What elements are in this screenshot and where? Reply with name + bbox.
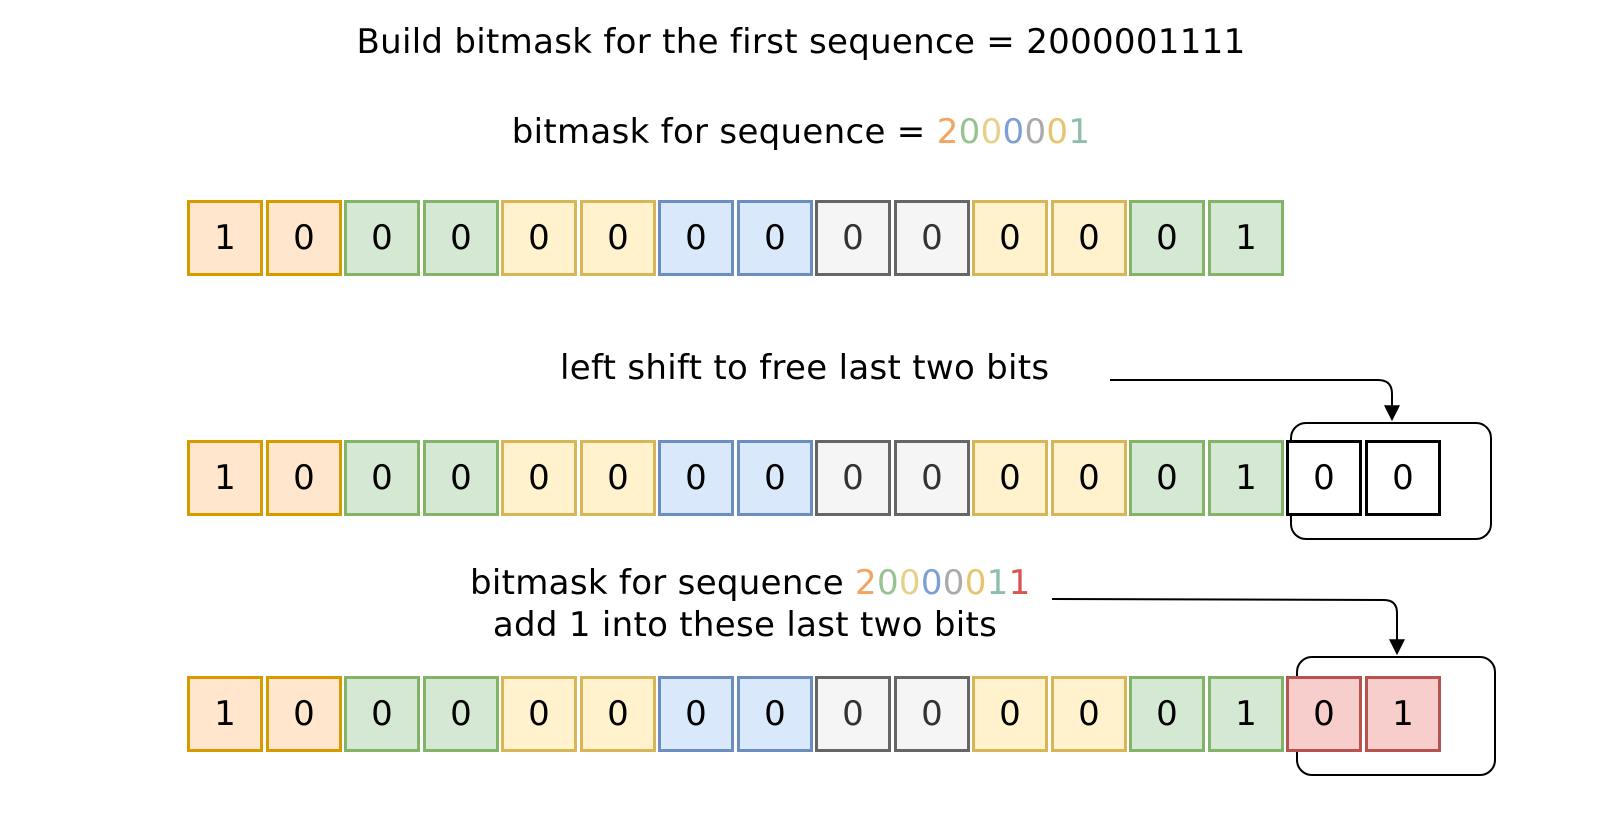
bit-cell: 0 bbox=[737, 676, 813, 752]
sequence-digit: 0 bbox=[964, 563, 987, 603]
bit-cell: 0 bbox=[266, 200, 342, 276]
sequence-digit: 0 bbox=[898, 563, 921, 603]
bit-cell: 0 bbox=[894, 200, 970, 276]
sequence-digit: 0 bbox=[1024, 112, 1047, 152]
sequence-digit: 1 bbox=[1068, 112, 1091, 152]
sequence-digit: 2 bbox=[855, 563, 877, 603]
sequence-label-2-prefix: bitmask for sequence bbox=[470, 563, 856, 603]
bit-cell: 0 bbox=[501, 676, 577, 752]
sequence-digit: 0 bbox=[958, 112, 981, 152]
sequence-digit: 1 bbox=[986, 563, 1009, 603]
sequence-digit: 0 bbox=[980, 112, 1003, 152]
bit-cell: 0 bbox=[344, 676, 420, 752]
bit-cell: 0 bbox=[501, 200, 577, 276]
shift-label: left shift to free last two bits bbox=[560, 348, 1050, 388]
sequence-digit: 0 bbox=[942, 563, 965, 603]
bit-cell: 0 bbox=[1129, 676, 1205, 752]
bit-cell: 0 bbox=[815, 200, 891, 276]
bit-cell: 0 bbox=[894, 676, 970, 752]
add-one-label: add 1 into these last two bits bbox=[492, 605, 998, 645]
bit-cell: 0 bbox=[815, 440, 891, 516]
bit-cell: 0 bbox=[815, 676, 891, 752]
bit-cell: 0 bbox=[423, 200, 499, 276]
bit-cell: 0 bbox=[580, 676, 656, 752]
bit-cell: 0 bbox=[1286, 440, 1362, 516]
bit-cell: 1 bbox=[187, 440, 263, 516]
add-arrow bbox=[1051, 598, 1405, 656]
bit-cell: 1 bbox=[1208, 676, 1284, 752]
bit-cell: 0 bbox=[1051, 440, 1127, 516]
diagram-title: Build bitmask for the first sequence = 2… bbox=[356, 22, 1246, 62]
sequence-digit: 0 bbox=[920, 563, 943, 603]
bit-cell: 0 bbox=[972, 440, 1048, 516]
sequence-digit: 2 bbox=[936, 112, 959, 152]
bit-cell: 0 bbox=[1365, 440, 1441, 516]
bit-cell: 1 bbox=[187, 200, 263, 276]
bit-cell: 1 bbox=[1208, 440, 1284, 516]
bit-cell: 0 bbox=[423, 440, 499, 516]
bit-cell: 0 bbox=[423, 676, 499, 752]
bit-cell: 0 bbox=[658, 440, 734, 516]
bit-cell: 1 bbox=[1208, 200, 1284, 276]
bit-cell: 0 bbox=[1129, 440, 1205, 516]
sequence-digit: 1 bbox=[1008, 563, 1031, 603]
bit-cell: 0 bbox=[1051, 200, 1127, 276]
sequence-digit: 0 bbox=[876, 563, 899, 603]
bit-cell: 0 bbox=[658, 200, 734, 276]
sequence-label-1-digits: 2000001 bbox=[937, 112, 1091, 152]
sequence-digit: 0 bbox=[1002, 112, 1025, 152]
bit-cell: 0 bbox=[1286, 676, 1362, 752]
bit-cell: 1 bbox=[187, 676, 263, 752]
bit-cell: 0 bbox=[972, 200, 1048, 276]
sequence-label-1: bitmask for sequence = 2000001 bbox=[0, 112, 1602, 152]
bit-cell: 0 bbox=[737, 200, 813, 276]
shift-arrow bbox=[1110, 379, 1400, 422]
bit-cell: 0 bbox=[972, 676, 1048, 752]
bit-cell: 0 bbox=[580, 200, 656, 276]
bit-cell: 1 bbox=[1365, 676, 1441, 752]
bit-cell: 0 bbox=[501, 440, 577, 516]
bit-cell: 0 bbox=[266, 440, 342, 516]
sequence-label-2: bitmask for sequence 20000011 bbox=[470, 563, 1030, 603]
bit-cell: 0 bbox=[344, 440, 420, 516]
bit-cell: 0 bbox=[737, 440, 813, 516]
sequence-label-1-prefix: bitmask for sequence = bbox=[511, 112, 937, 152]
bit-cell: 0 bbox=[580, 440, 656, 516]
bit-cell: 0 bbox=[1129, 200, 1205, 276]
bit-cell: 0 bbox=[1051, 676, 1127, 752]
sequence-label-2-digits: 20000011 bbox=[855, 563, 1031, 603]
bit-cell: 0 bbox=[266, 676, 342, 752]
bit-cell: 0 bbox=[658, 676, 734, 752]
bit-cell: 0 bbox=[894, 440, 970, 516]
bit-cell: 0 bbox=[344, 200, 420, 276]
sequence-digit: 0 bbox=[1046, 112, 1069, 152]
